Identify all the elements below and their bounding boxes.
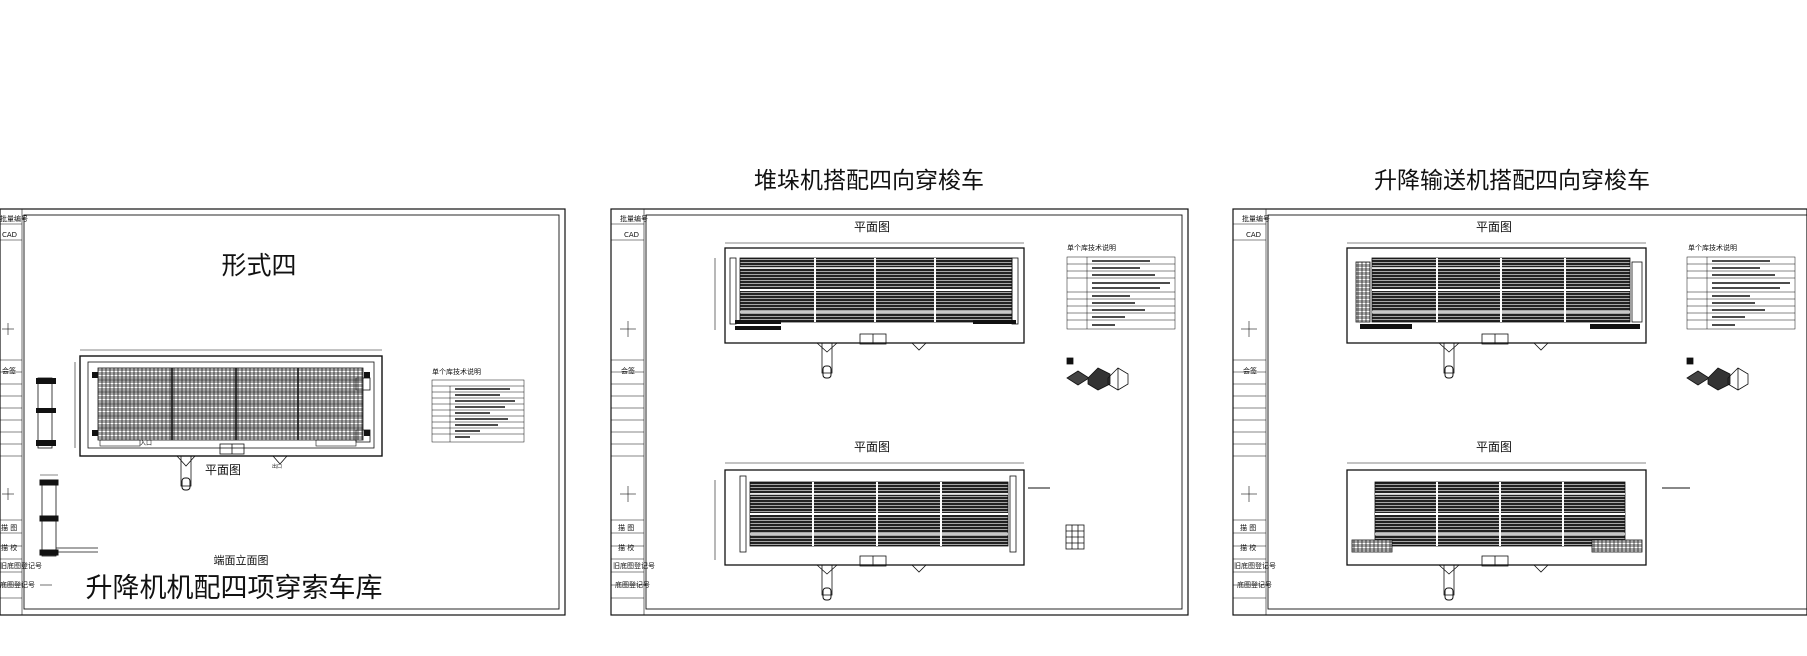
sheet-2-isometric-icons (1065, 357, 1129, 550)
sheet-1-tb-cell-1: 描 图 (1, 523, 17, 532)
sheet-2-spec-title: 单个库技术说明 (1067, 243, 1116, 252)
sheet-3-outer-border (1232, 208, 1807, 616)
sheet-2: 批量编号 CAD 会签 描 图 描 校 旧底图登记号 底图登记号 堆垛机搭配四向… (610, 168, 1189, 616)
sheet-2-heading: 堆垛机搭配四向穿梭车 (754, 168, 984, 194)
sheet-1-tb-cell-2: 描 校 (1, 543, 17, 552)
sheet-3-inner-border (1267, 214, 1807, 610)
sheet-2-tb-cell-0: 会签 (621, 366, 635, 375)
sheet-1-bottom-title: 升降机机配四项穿索车库 (86, 573, 383, 604)
sheet-1-spec-table (431, 379, 525, 443)
sheet-3-plan-bottom (1346, 462, 1690, 601)
sheet-1-plan-drawing: 入口 出口 (36, 349, 383, 491)
sheet-2-plan-bottom (714, 462, 1050, 601)
sheet-1-entry-label: 入口 (140, 440, 152, 447)
sheet-2-title-block (611, 209, 645, 615)
sheet-1-tb-row-1: CAD (2, 231, 17, 239)
sheet-2-tb-cell-4: 底图登记号 (615, 580, 650, 589)
sheet-2-tb-cell-1: 描 图 (618, 523, 634, 532)
sheet-2-tb-row-1: CAD (624, 231, 639, 239)
sheet-3-plan-label-bottom: 平面图 (1476, 440, 1512, 454)
sheet-1-form-label: 形式四 (221, 251, 296, 280)
sheet-3-tb-cell-4: 底图登记号 (1237, 580, 1272, 589)
sheet-1-inner-border (23, 214, 560, 610)
sheet-3-tb-cell-0: 会签 (1243, 366, 1257, 375)
sheet-2-tb-cell-2: 描 校 (618, 543, 634, 552)
sheet-3-plan-top (1346, 242, 1647, 379)
sheet-2-tb-cell-3: 旧底图登记号 (613, 561, 655, 570)
sheet-3-spec-title: 单个库技术说明 (1688, 243, 1737, 252)
sheet-1-tb-cell-0: 会签 (2, 366, 16, 375)
sheet-1-outer-border (0, 208, 566, 616)
sheet-3-tb-row-0: 批量编号 (1242, 214, 1270, 223)
sheet-1-plan-label: 平面图 (205, 463, 241, 477)
sheet-2-plan-label-top: 平面图 (854, 220, 890, 234)
sheet-2-spec-table (1066, 256, 1176, 330)
sheet-3-heading: 升降输送机搭配四向穿梭车 (1374, 168, 1650, 194)
sheet-3-tb-cell-1: 描 图 (1240, 523, 1256, 532)
sheet-3-tb-cell-3: 旧底图登记号 (1234, 561, 1276, 570)
sheet-2-inner-border (645, 214, 1183, 610)
sheet-3-tb-cell-2: 描 校 (1240, 543, 1256, 552)
sheet-1-tb-row-0: 批量编号 (0, 214, 28, 223)
sheet-3: 批量编号 CAD 会签 描 图 描 校 旧底图登记号 底图登记号 升降输送机搭配… (1232, 168, 1807, 616)
sheet-3-spec-table (1686, 256, 1796, 330)
sheet-3-title-block (1233, 209, 1267, 615)
sheet-1-tb-cell-4: 底图登记号 (0, 580, 35, 589)
sheet-1-title-block (0, 209, 23, 615)
sheet-1-spec-title: 单个库技术说明 (432, 367, 481, 376)
sheet-2-plan-label-bottom: 平面图 (854, 440, 890, 454)
sheet-1-tb-cell-3: 旧底图登记号 (0, 561, 42, 570)
sheet-1-exit-label: 出口 (272, 463, 282, 470)
sheet-2-plan-top (714, 242, 1025, 379)
sheet-3-plan-label-top: 平面图 (1476, 220, 1512, 234)
sheet-2-outer-border (610, 208, 1189, 616)
sheet-2-tb-row-0: 批量编号 (620, 214, 648, 223)
sheet-1-elevation-label: 端面立面图 (214, 553, 269, 567)
sheet-1: 批量编号 CAD 会签 描 图 描 校 旧底图登记号 底图登记号 形式四 (0, 208, 566, 616)
sheet-3-tb-row-1: CAD (1246, 231, 1261, 239)
sheet-1-elevation-drawing (39, 474, 98, 586)
sheet-3-isometric-icons (1686, 357, 1749, 391)
